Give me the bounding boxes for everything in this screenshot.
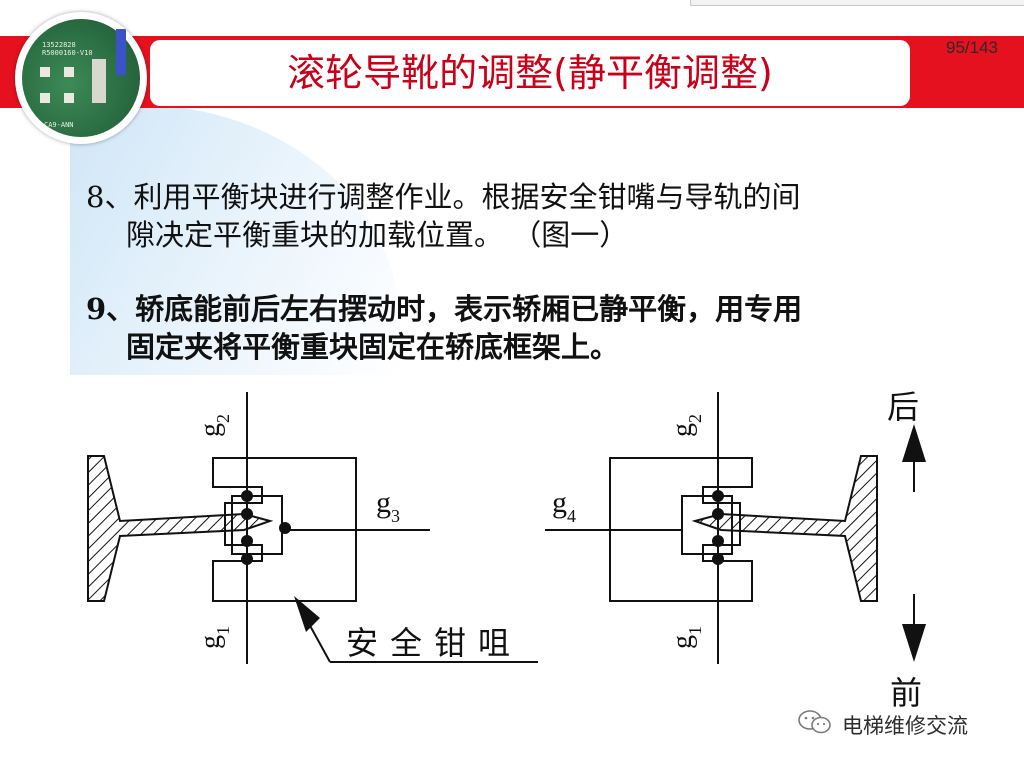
label-g2-left: g2: [195, 414, 233, 437]
left-pointer-arrow: [294, 596, 320, 632]
right-contact-dots: [712, 490, 724, 565]
top-tab: [690, 0, 1024, 6]
back-label: 后: [887, 388, 920, 426]
label-g2-right: g2: [667, 414, 705, 437]
back-arrow: [902, 424, 926, 492]
page-number: 95/143: [946, 38, 998, 57]
step-8-line-1: 8、利用平衡块进行调整作业。根据安全钳嘴与导轨的间: [86, 180, 801, 214]
step-8-text: 8、利用平衡块进行调整作业。根据安全钳嘴与导轨的间 隙决定平衡重块的加载位置。 …: [86, 178, 966, 254]
right-axis-lines: [545, 392, 719, 664]
wechat-icon: [798, 710, 831, 734]
right-rail: [691, 455, 878, 602]
guide-shoe-diagram: [87, 392, 926, 664]
step-9-line-1: 9、轿底能前后左右摆动时，表示轿厢已静平衡，用专用: [86, 292, 803, 326]
front-arrow: [902, 594, 926, 662]
label-g3: g3: [376, 486, 400, 526]
circuit-board-logo-icon: 13522828 R5000160-V10 CA9-ANN: [15, 12, 147, 144]
step-8-line-2: 隙决定平衡重块的加载位置。 （图一）: [126, 218, 629, 252]
front-label: 前: [890, 674, 923, 712]
slide-title: 滚轮导靴的调整(静平衡调整): [150, 40, 910, 106]
step-9-text: 9、轿底能前后左右摆动时，表示轿厢已静平衡，用专用 固定夹将平衡重块固定在轿底框…: [86, 290, 966, 366]
label-g1-left: g1: [195, 626, 233, 649]
left-contact-dots: [241, 490, 291, 565]
label-g1-right: g1: [667, 626, 705, 649]
label-g4: g4: [552, 486, 576, 526]
right-safety-gear: [609, 457, 753, 602]
left-rail: [87, 455, 274, 602]
safety-gear-label: 安全钳咀: [346, 624, 523, 662]
step-9-line-2: 固定夹将平衡重块固定在轿底框架上。: [126, 330, 620, 364]
watermark-text: 电梯维修交流: [842, 714, 968, 738]
